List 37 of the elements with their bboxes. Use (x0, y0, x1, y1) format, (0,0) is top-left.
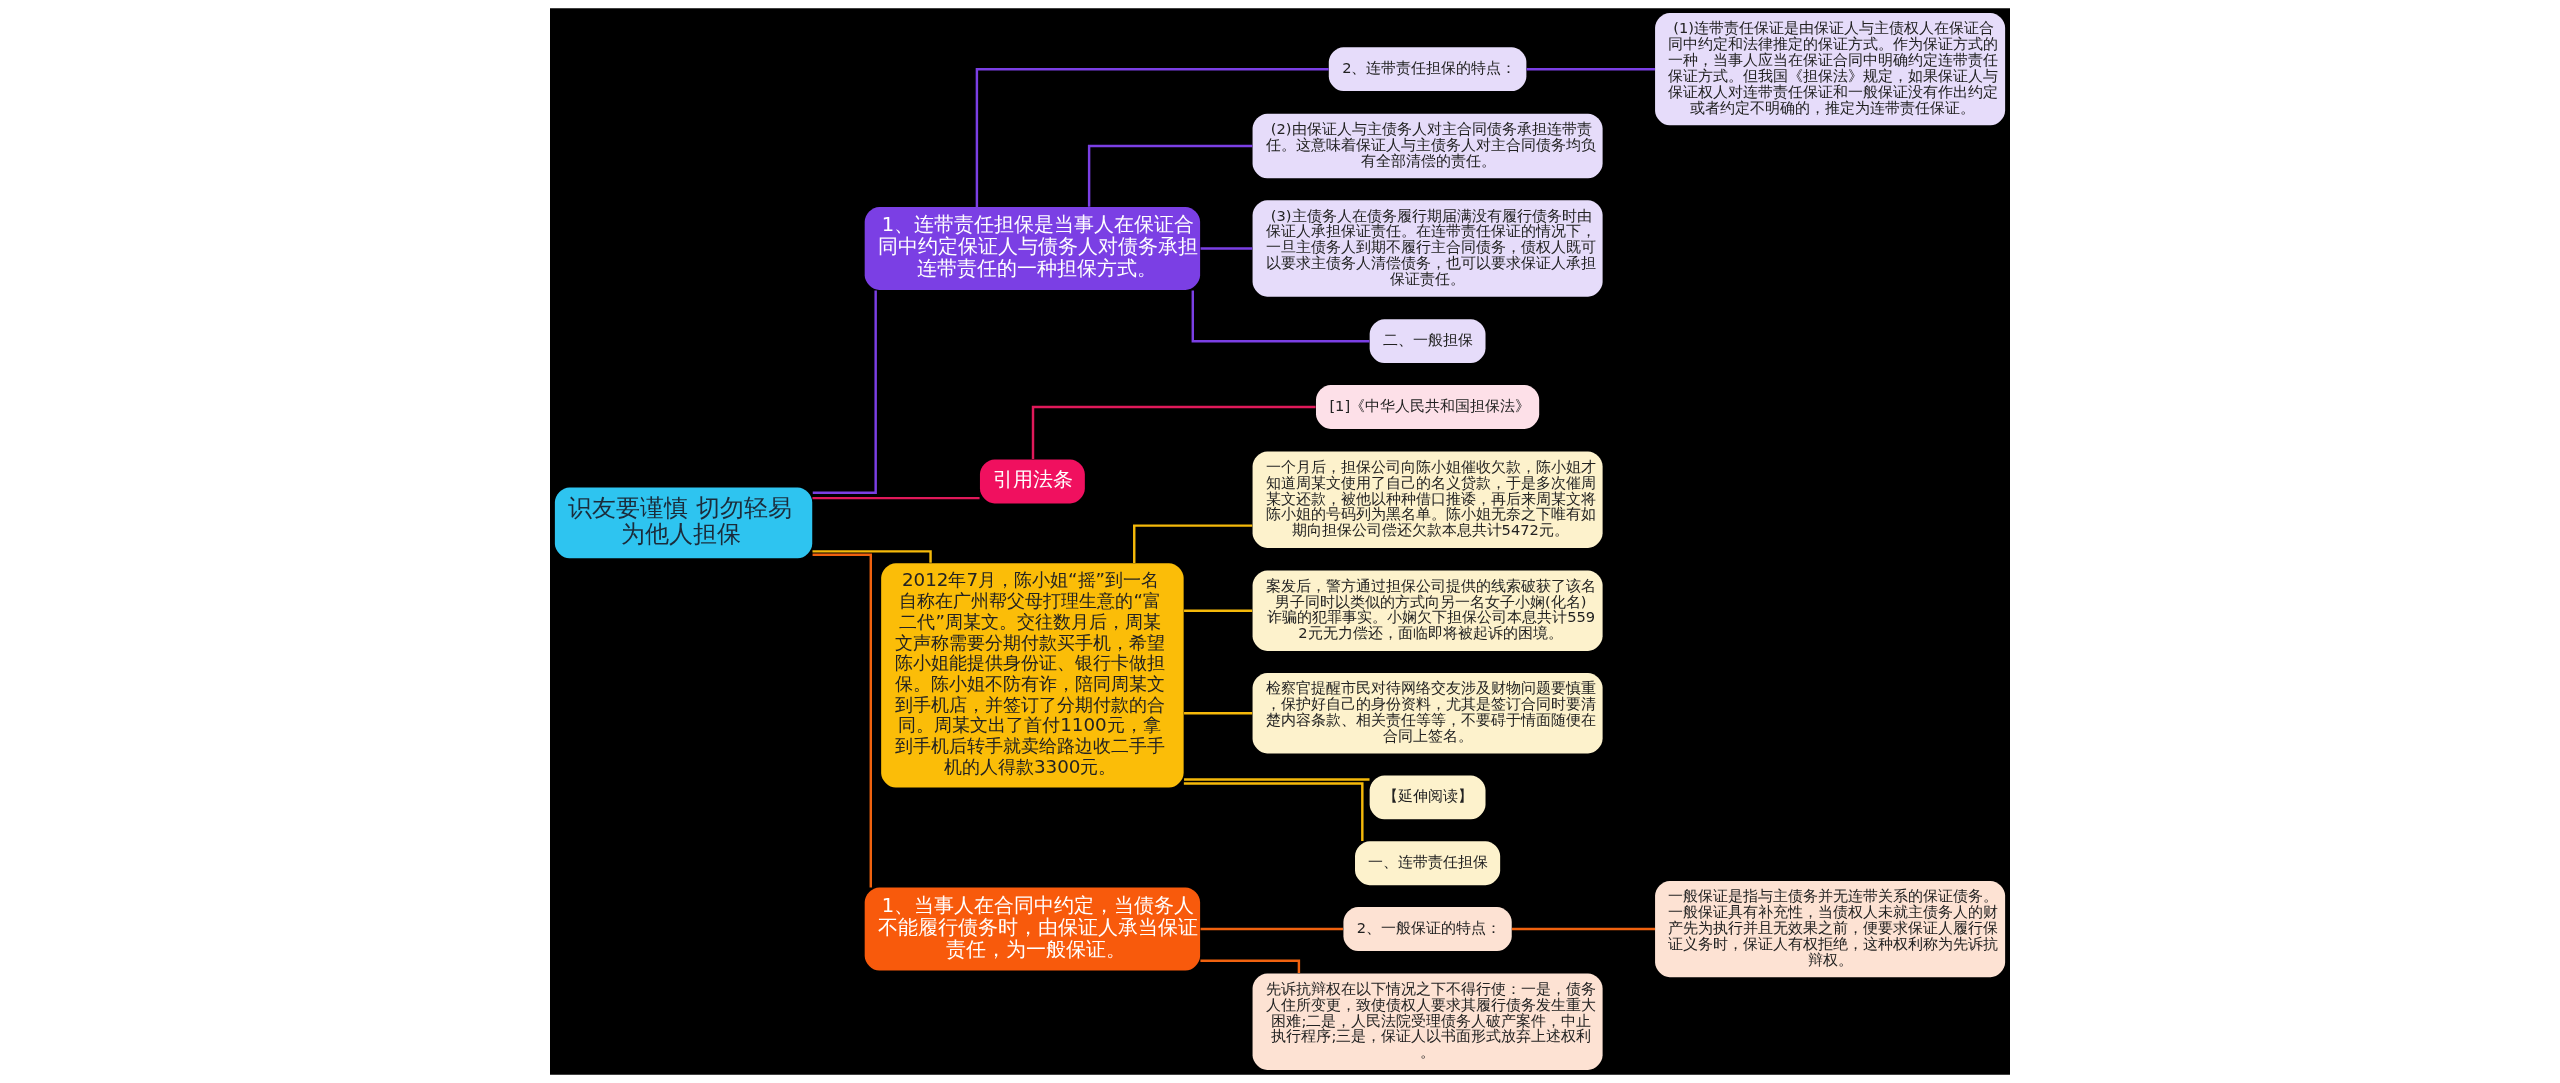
node-box: 1、连带责任担保是当事人在保证合同中约定保证人与债务人对债务承担连带责任的一种担保方式。 (864, 207, 1201, 290)
node-box: (3)主债务人在债务履行期届满没有履行债务时由保证人承担保证责任。在连带责任保证的情况下，一旦主债务人到期不履行主合同债务，债权人既可以要求主债务人清偿债务，也可以要求保证人承担保证责任。 (1252, 200, 1603, 297)
connector (812, 553, 872, 888)
node-box: 一、连带责任担保 (1355, 841, 1501, 886)
node-box: 一个月后，担保公司向陈小姐催收欠款，陈小姐才知道周某文使用了自己的名义贷款，于是多次催周某文还款，被他以种种借口推诿，再后来周某文将陈小姐的号码列为黑名单。陈小姐无奈之下唯有如期向担保公司偿还欠款本息共计5472元。 (1252, 451, 1603, 548)
connector (1184, 609, 1253, 612)
node-box: 2、一般保证的特点： (1343, 907, 1512, 951)
node-box: 一般保证是指与主债务并无连带关系的保证债务。一般保证具有补充性，当债权人未就主债务人的财产先为执行并且无效果之前，便要求保证人履行保证义务时，保证人有权拒绝，这种权利称为先诉抗辩权。 (1655, 880, 2006, 978)
connector (975, 67, 1329, 207)
connector (1200, 927, 1343, 931)
connector (812, 496, 980, 500)
connector (1200, 959, 1301, 974)
node-box: 案发后，警方通过担保公司提供的线索破获了该名男子同时以类似的方式向另一名女子小娴(化名)诈骗的犯罪事实。小娴欠下担保公司本息共计5592元无力偿还，面临即将被起诉的困境。 (1252, 570, 1603, 651)
node-box: 检察官提醒市民对待网络交友涉及财物问题要慎重，保护好自己的身份资料，尤其是签订合同时要清楚内容条款、相关责任等等，不要碍于情面随便在合同上签名。 (1252, 672, 1603, 754)
connector (1184, 711, 1253, 715)
node-box: 1、当事人在合同中约定，当债务人不能履行债务时，由保证人承当保证责任，为一般保证。 (864, 887, 1201, 971)
connector (1200, 247, 1253, 250)
connector (812, 290, 877, 495)
connector (1526, 67, 1655, 71)
node-box: 二、一般担保 (1369, 319, 1486, 364)
node-box: 引用法条 (979, 459, 1085, 504)
node-box: 【延伸阅读】 (1369, 775, 1486, 820)
connector (1031, 405, 1316, 460)
connector (1191, 290, 1370, 343)
connector (1184, 778, 1370, 781)
connector (1511, 927, 1656, 931)
connector (812, 550, 932, 563)
connector (1183, 782, 1364, 841)
node-box: [1]《中华人民共和国担保法》 (1316, 385, 1540, 429)
node-box: 2、连带责任担保的特点： (1328, 47, 1527, 92)
connector (1087, 144, 1253, 207)
node-box: 2012年7月，陈小姐“摇”到一名自称在广州帮父母打理生意的“富二代”周某文。交往数月后，周某文声称需要分期付款买手机，希望陈小姐能提供身份证、银行卡做担保。陈小姐不防有诈，陪同周某文到手机店，并签订了分期付款的合同。周某文出了首付1100元，拿到手机后转手就卖给路边收二手手机的人得款3300元。 (881, 563, 1184, 788)
node-box: (2)由保证人与主债务人对主合同债务承担连带责任。这意味着保证人与主债务人对主合同债务均负有全部清偿的责任。 (1252, 113, 1603, 179)
node-box: 识友要谨慎 切勿轻易为他人担保 (554, 487, 813, 559)
node-box: (1)连带责任保证是由保证人与主债权人在保证合同中约定和法律推定的保证方式。作为保证方式的一种，当事人应当在保证合同中明确约定连带责任保证方式。但我国《担保法》规定，如果保证人与保证权人对连带责任保证和一般保证没有作出约定或者约定不明确的，推定为连带责任保证。 (1655, 13, 2006, 126)
node-box: 先诉抗辩权在以下情况之下不得行使：一是，债务人住所变更，致使债权人要求其履行债务发生重大困难;二是，人民法院受理债务人破产案件，中止执行程序;三是，保证人以书面形式放弃上述权利。 (1252, 973, 1603, 1070)
connector (1133, 524, 1253, 564)
